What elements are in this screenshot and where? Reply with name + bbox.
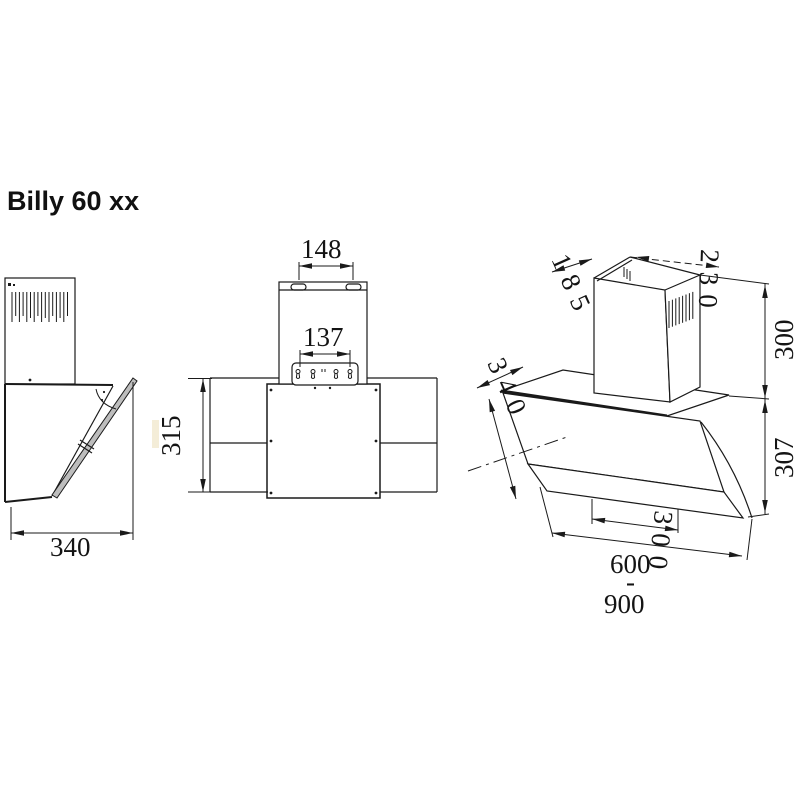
side-view: 340 (4, 277, 138, 562)
persp-chimney (593, 256, 701, 403)
front-motor-box (266, 383, 381, 499)
side-vent-slots (11, 292, 68, 322)
perspective-view: 185 230 300 307 (467, 249, 799, 619)
persp-chimney-height-label: 300 (769, 320, 799, 361)
side-corner-mark (8, 283, 11, 286)
persp-centerline (467, 436, 568, 472)
persp-dim-185 (551, 258, 593, 273)
persp-right-silhouette (700, 421, 753, 519)
persp-vent-slots (668, 291, 694, 328)
persp-body-height-label: 307 (769, 438, 799, 479)
persp-dim-300-307 (699, 274, 770, 518)
persp-dim-340 (476, 366, 524, 500)
front-height-label: 315 (156, 416, 186, 457)
side-glass-bracket (77, 443, 93, 454)
front-dim-137 (299, 350, 351, 367)
persp-canopy-strip (526, 463, 745, 519)
side-screw-dot (28, 378, 32, 382)
persp-dim-600-900 (539, 486, 753, 561)
persp-dim-outlet (591, 499, 679, 533)
persp-width-min-label: 600 (610, 549, 651, 579)
front-slot-left (290, 283, 307, 291)
front-dim-148 (298, 262, 354, 280)
persp-width-dash: - (626, 567, 635, 597)
side-dim-340 (10, 382, 134, 540)
side-dot-b (100, 398, 104, 402)
front-view: 148 137 315 (156, 234, 438, 499)
side-depth-label: 340 (50, 532, 91, 562)
front-slot-right (345, 283, 362, 291)
page-title: Billy 60 xx (7, 186, 140, 216)
side-swing-arc (95, 388, 117, 410)
persp-width-max-label: 900 (604, 589, 645, 619)
side-dot-a (102, 390, 106, 394)
side-corner-mark2 (13, 284, 15, 286)
scan-artifact (152, 420, 159, 448)
side-glass-bracket2 (79, 439, 95, 450)
front-slot-spacing-label: 148 (301, 234, 342, 264)
persp-chimney-width-label: 230 (693, 249, 725, 318)
side-body-outline (4, 383, 114, 503)
front-keyholes (295, 369, 353, 379)
front-screw-dots (269, 386, 378, 495)
front-dim-315 (188, 378, 268, 493)
side-glass-panel (51, 377, 138, 499)
persp-dim-230 (629, 256, 720, 268)
persp-chimney-depth-label: 185 (546, 249, 601, 323)
front-keyhole-spacing-label: 137 (303, 322, 344, 352)
front-mount-plate (291, 362, 359, 386)
